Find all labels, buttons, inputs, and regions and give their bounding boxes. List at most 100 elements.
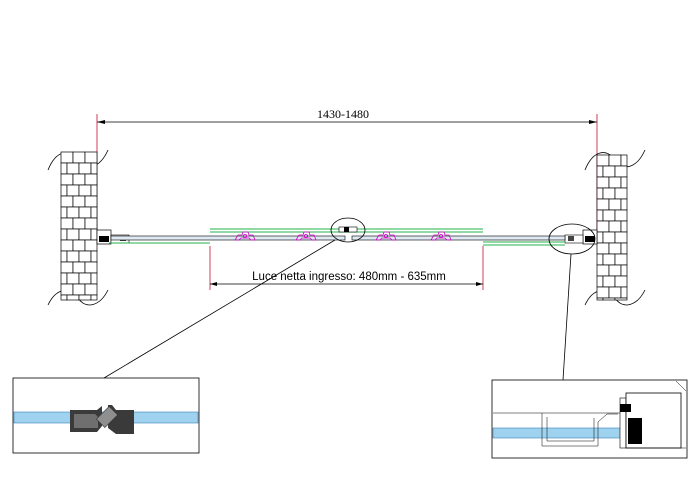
wall-brick bbox=[60, 283, 74, 296]
wall-brick bbox=[596, 264, 610, 277]
roller bbox=[375, 231, 397, 241]
right-profile-clip-inner bbox=[568, 236, 574, 241]
roller-wheel bbox=[383, 233, 388, 238]
wall-brick bbox=[608, 176, 622, 189]
wall-brick bbox=[84, 173, 98, 186]
roller bbox=[430, 231, 452, 241]
wall-brick bbox=[620, 220, 628, 233]
wall-brick bbox=[78, 228, 92, 241]
wall-brick bbox=[602, 297, 616, 301]
wall-brick bbox=[60, 206, 68, 219]
left-profile-core bbox=[99, 236, 109, 242]
roller-wheel bbox=[438, 233, 443, 238]
wall-brick bbox=[90, 162, 98, 175]
wall-brick bbox=[78, 272, 92, 285]
wall-brick bbox=[596, 154, 610, 167]
wall-brick bbox=[90, 228, 98, 241]
wall-brick bbox=[78, 250, 92, 263]
wall-brick bbox=[608, 286, 622, 299]
wall-brick bbox=[60, 272, 68, 285]
wall-brick bbox=[84, 261, 98, 274]
right-detail-callout-circle bbox=[548, 223, 596, 255]
wall-brick bbox=[84, 239, 98, 252]
magnet-strip bbox=[95, 405, 119, 429]
roller-wheel bbox=[242, 233, 247, 238]
center-detail-callout-circle bbox=[330, 217, 366, 243]
detail-right-screw-head bbox=[620, 404, 631, 412]
wall-brick bbox=[60, 217, 74, 230]
wall-brick bbox=[596, 253, 604, 266]
roller-body bbox=[234, 231, 256, 241]
wall-brick bbox=[596, 176, 610, 189]
wall-brick bbox=[72, 173, 86, 186]
clear-opening-dimension: Luce netta ingresso: 480mm - 635mm bbox=[209, 246, 484, 290]
wall-brick bbox=[614, 187, 628, 200]
wall-brick bbox=[608, 242, 622, 255]
wall-brick bbox=[66, 162, 80, 175]
detail-right-profile-inner bbox=[546, 417, 595, 442]
wall-brick bbox=[608, 198, 622, 211]
arrow-left bbox=[97, 120, 105, 124]
magnet-profile-left-inner bbox=[74, 414, 98, 428]
wall-brick bbox=[596, 209, 604, 222]
wall-brick bbox=[620, 176, 628, 189]
wall-brick bbox=[60, 250, 68, 263]
wall-brick bbox=[72, 151, 86, 164]
wall-brick bbox=[60, 162, 68, 175]
wall-brick bbox=[84, 195, 98, 208]
wall-brick bbox=[66, 272, 80, 285]
wall-brick bbox=[72, 195, 86, 208]
clear-arrow-right bbox=[476, 282, 483, 286]
door-rollers bbox=[234, 231, 452, 241]
wall-brick bbox=[596, 242, 610, 255]
wall-brick bbox=[596, 297, 604, 301]
wall-brick bbox=[602, 253, 616, 266]
wall-brick bbox=[60, 184, 68, 197]
fixed-panel-right bbox=[351, 235, 566, 241]
right-leader-line bbox=[562, 253, 572, 381]
wall-brick bbox=[84, 151, 98, 164]
detail-right-glass bbox=[492, 427, 626, 439]
wall-brick bbox=[60, 261, 74, 274]
roller-body bbox=[375, 231, 397, 241]
wall-brick bbox=[614, 231, 628, 244]
left-wall bbox=[47, 149, 109, 306]
wall-brick bbox=[66, 250, 80, 263]
wall-brick bbox=[66, 228, 80, 241]
fixed-panel-left bbox=[110, 235, 346, 241]
wall-brick bbox=[602, 209, 616, 222]
clear-arrow-left bbox=[210, 282, 217, 286]
right-profile-core bbox=[585, 236, 595, 242]
clear-opening-label: Luce netta ingresso: 480mm - 635mm bbox=[252, 271, 446, 283]
wall-brick bbox=[602, 231, 616, 244]
wall-brick bbox=[72, 239, 86, 252]
wall-brick bbox=[60, 294, 68, 301]
wall-brick bbox=[614, 275, 628, 288]
wall-brick bbox=[72, 217, 86, 230]
wall-brick bbox=[602, 165, 616, 178]
wall-brick bbox=[608, 154, 622, 167]
center-leader-line bbox=[103, 239, 336, 379]
wall-brick bbox=[602, 187, 616, 200]
wall-brick bbox=[66, 206, 80, 219]
wall-brick bbox=[620, 286, 628, 299]
wall-brick bbox=[620, 154, 628, 167]
wall-brick bbox=[78, 294, 92, 301]
detail-wall-profile bbox=[491, 379, 688, 459]
wall-brick bbox=[66, 294, 80, 301]
wall-brick bbox=[620, 198, 628, 211]
overall-width-dimension: 1430-1480 bbox=[96, 107, 598, 232]
overall-width-label: 1430-1480 bbox=[317, 107, 369, 121]
detail-right-corner-mark bbox=[675, 380, 687, 392]
wall-brick bbox=[66, 184, 80, 197]
wall-brick bbox=[90, 250, 98, 263]
wall-brick bbox=[596, 220, 610, 233]
detail-magnetic-seal bbox=[12, 377, 200, 454]
wall-brick bbox=[602, 275, 616, 288]
roller bbox=[295, 231, 317, 241]
wall-brick bbox=[90, 294, 98, 301]
right-wall-callout bbox=[548, 223, 596, 381]
detail-right-dark-insert bbox=[628, 418, 642, 444]
roller bbox=[234, 231, 256, 241]
wall-brick bbox=[614, 165, 628, 178]
